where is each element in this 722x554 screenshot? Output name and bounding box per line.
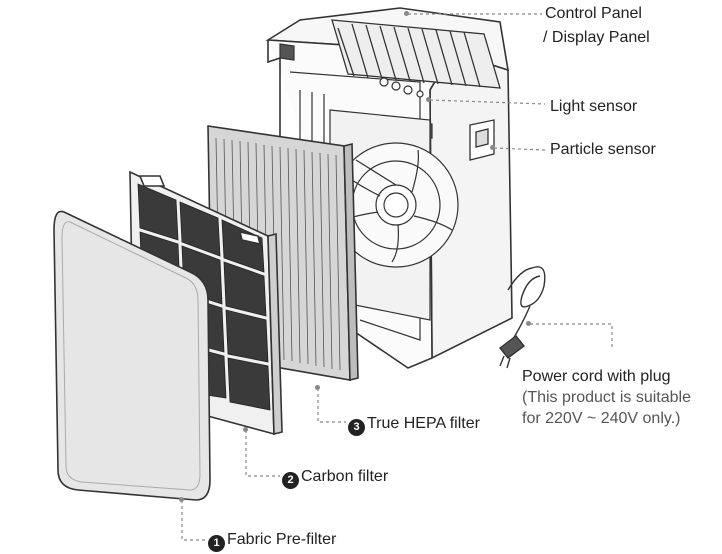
power-cord-label-line2: (This product is suitable — [522, 389, 691, 406]
leader-dot-carbon — [243, 427, 248, 432]
control-panel-label-line1: Control Panel — [545, 5, 642, 22]
hepa-filter-text: True HEPA filter — [367, 415, 480, 432]
power-cord-label-line1: Power cord with plug — [522, 368, 671, 385]
control-panel-label: Control Panel / Display Panel — [543, 4, 650, 48]
pre-filter-text: Fabric Pre-filter — [227, 531, 337, 548]
leader-dot-particle-sensor — [490, 145, 495, 150]
number-badge-3: 3 — [348, 419, 365, 436]
leader-dot-light-sensor — [426, 97, 431, 102]
number-badge-2: 2 — [282, 472, 299, 489]
light-sensor-label: Light sensor — [550, 98, 638, 115]
fabric-pre-filter-panel — [53, 210, 211, 501]
power-cord — [499, 266, 546, 369]
power-cord-label-line3: for 220V ~ 240V only.) — [522, 410, 681, 427]
leader-dot-hepa — [315, 385, 320, 390]
control-buttons — [379, 77, 424, 98]
particle-sensor-label: Particle sensor — [550, 141, 656, 158]
leader-dot-pre-filter — [179, 497, 184, 502]
number-badge-1: 1 — [208, 535, 225, 552]
carbon-filter-text: Carbon filter — [301, 468, 389, 485]
power-cord-label: Power cord with plug (This product is su… — [522, 366, 691, 429]
control-panel-label-line2: / Display Panel — [543, 29, 650, 46]
particle-sensor-window — [469, 119, 495, 161]
leader-dot-power-cord — [526, 321, 531, 326]
leader-dot-control-panel — [404, 11, 409, 16]
leader-lines — [181, 13, 613, 541]
control-panel-grille — [331, 19, 501, 89]
